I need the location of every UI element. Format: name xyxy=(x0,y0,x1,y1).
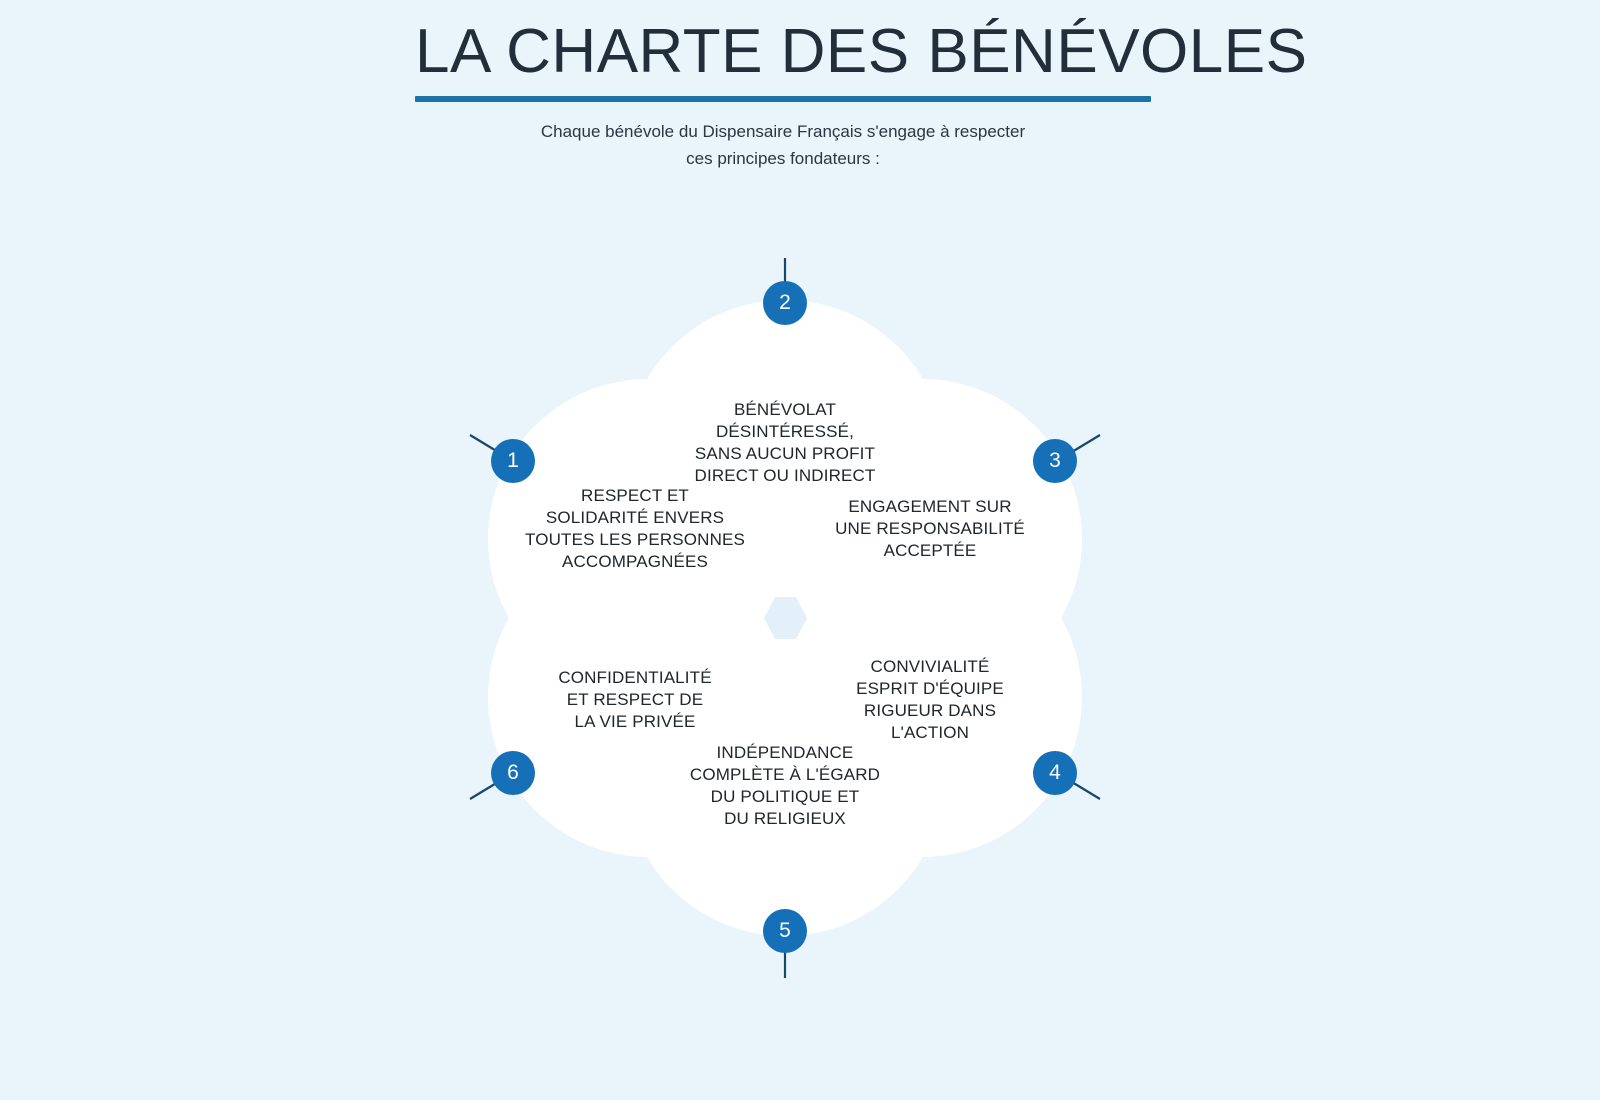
subtitle-line-1: Chaque bénévole du Dispensaire Français … xyxy=(540,122,1026,141)
petal-text-6: CONFIDENTIALITÉ ET RESPECT DE LA VIE PRI… xyxy=(558,668,712,731)
petal-number-badge-2[interactable]: 2 xyxy=(763,281,807,325)
petal-number-badge-4[interactable]: 4 xyxy=(1033,751,1077,795)
center-hexagon-icon xyxy=(764,597,807,639)
petal-number-badge-5[interactable]: 5 xyxy=(763,909,807,953)
flower-petals-group xyxy=(488,300,1082,936)
petal-text-4: CONVIVIALITÉ ESPRIT D'ÉQUIPE RIGUEUR DAN… xyxy=(856,657,1004,742)
title-underline-rule xyxy=(415,96,1151,102)
petal-number-badge-6[interactable]: 6 xyxy=(491,751,535,795)
petal-text-3: ENGAGEMENT SUR UNE RESPONSABILITÉ ACCEPT… xyxy=(835,497,1025,560)
petal-text-1: RESPECT ET SOLIDARITÉ ENVERS TOUTES LES … xyxy=(525,486,745,571)
petal-text-2: BÉNÉVOLAT DÉSINTÉRESSÉ, SANS AUCUN PROFI… xyxy=(694,400,876,485)
petal-number-badge-3[interactable]: 3 xyxy=(1033,439,1077,483)
petal-text-5: INDÉPENDANCE COMPLÈTE À L'ÉGARD DU POLIT… xyxy=(689,743,881,828)
subtitle-line-2: ces principes fondateurs : xyxy=(686,149,880,168)
petal-number-badge-1[interactable]: 1 xyxy=(491,439,535,483)
page-subtitle: Chaque bénévole du Dispensaire Français … xyxy=(415,118,1151,172)
